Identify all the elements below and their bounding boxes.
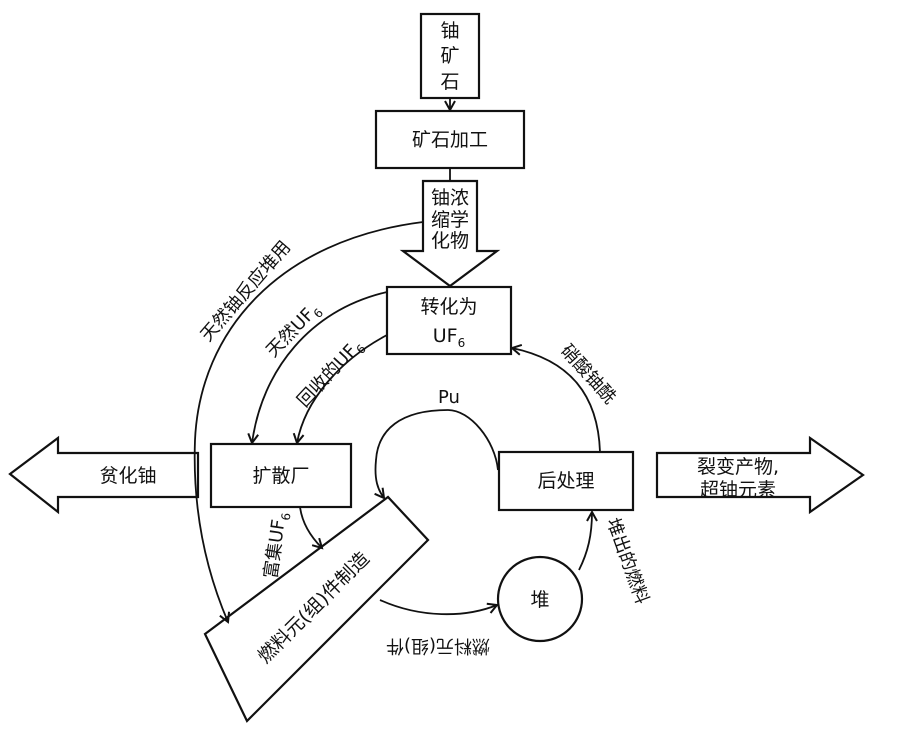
enriched-uf6-label: 富集UF6 — [260, 511, 293, 581]
enriched-uf6-arc — [299, 506, 322, 548]
fuel-elements-label: 燃料元(组)件 — [386, 635, 490, 656]
uranyl-nitrate-label: 硝酸铀酰 — [556, 341, 620, 409]
diffusion-plant-label: 扩散厂 — [252, 465, 309, 487]
uranyl-nitrate-arc — [512, 348, 601, 453]
depleted-uranium-arrow-shape — [8, 435, 200, 515]
natural-uranium-reactor-arc — [193, 221, 424, 622]
fission-products-label-line2: 超铀元素 — [700, 479, 776, 501]
fuel-elements-arc — [379, 599, 497, 616]
concentrate-label-line3: 化物 — [431, 230, 469, 252]
uranium-ore-char-3: 石 — [440, 71, 459, 93]
diffusion-plant-box — [209, 442, 353, 509]
reactor-label: 堆 — [530, 589, 549, 611]
convert-uf6-label-line1: 转化为 — [420, 296, 477, 318]
concentrate-label-line2: 缩学 — [431, 209, 469, 231]
recovered-uf6-arc — [297, 334, 388, 443]
reactor-circle — [496, 555, 584, 643]
uranium-ore-char-2: 矿 — [440, 45, 459, 67]
convert-uf6-box — [385, 285, 513, 356]
spent-fuel-label: 堆出的燃料 — [602, 515, 653, 607]
ore-processing-label: 矿石加工 — [412, 129, 488, 151]
depleted-uranium-label: 贫化铀 — [99, 465, 156, 487]
natural-uf6-label: 天然UF6 — [262, 299, 326, 364]
fission-products-arrow-shape — [655, 435, 865, 515]
plutonium-label: Pu — [438, 387, 460, 408]
fuel-fabrication-box — [203, 495, 430, 723]
uranium-ore-char-1: 铀 — [440, 20, 459, 42]
natural-uf6-arc — [252, 291, 388, 443]
convert-uf6-label-line2: UF6 — [433, 325, 465, 350]
concentrate-label-line1: 铀浓 — [431, 187, 469, 209]
recovered-uf6-label: 回收的UF6 — [293, 335, 369, 414]
fission-products-label-line1: 裂变产物, — [697, 456, 779, 478]
post-processing-box — [497, 450, 635, 512]
spent-fuel-arc — [578, 512, 592, 571]
concentrate-arrow-shape — [399, 179, 501, 288]
plutonium-loop — [375, 409, 499, 498]
post-processing-label: 后处理 — [537, 470, 594, 492]
